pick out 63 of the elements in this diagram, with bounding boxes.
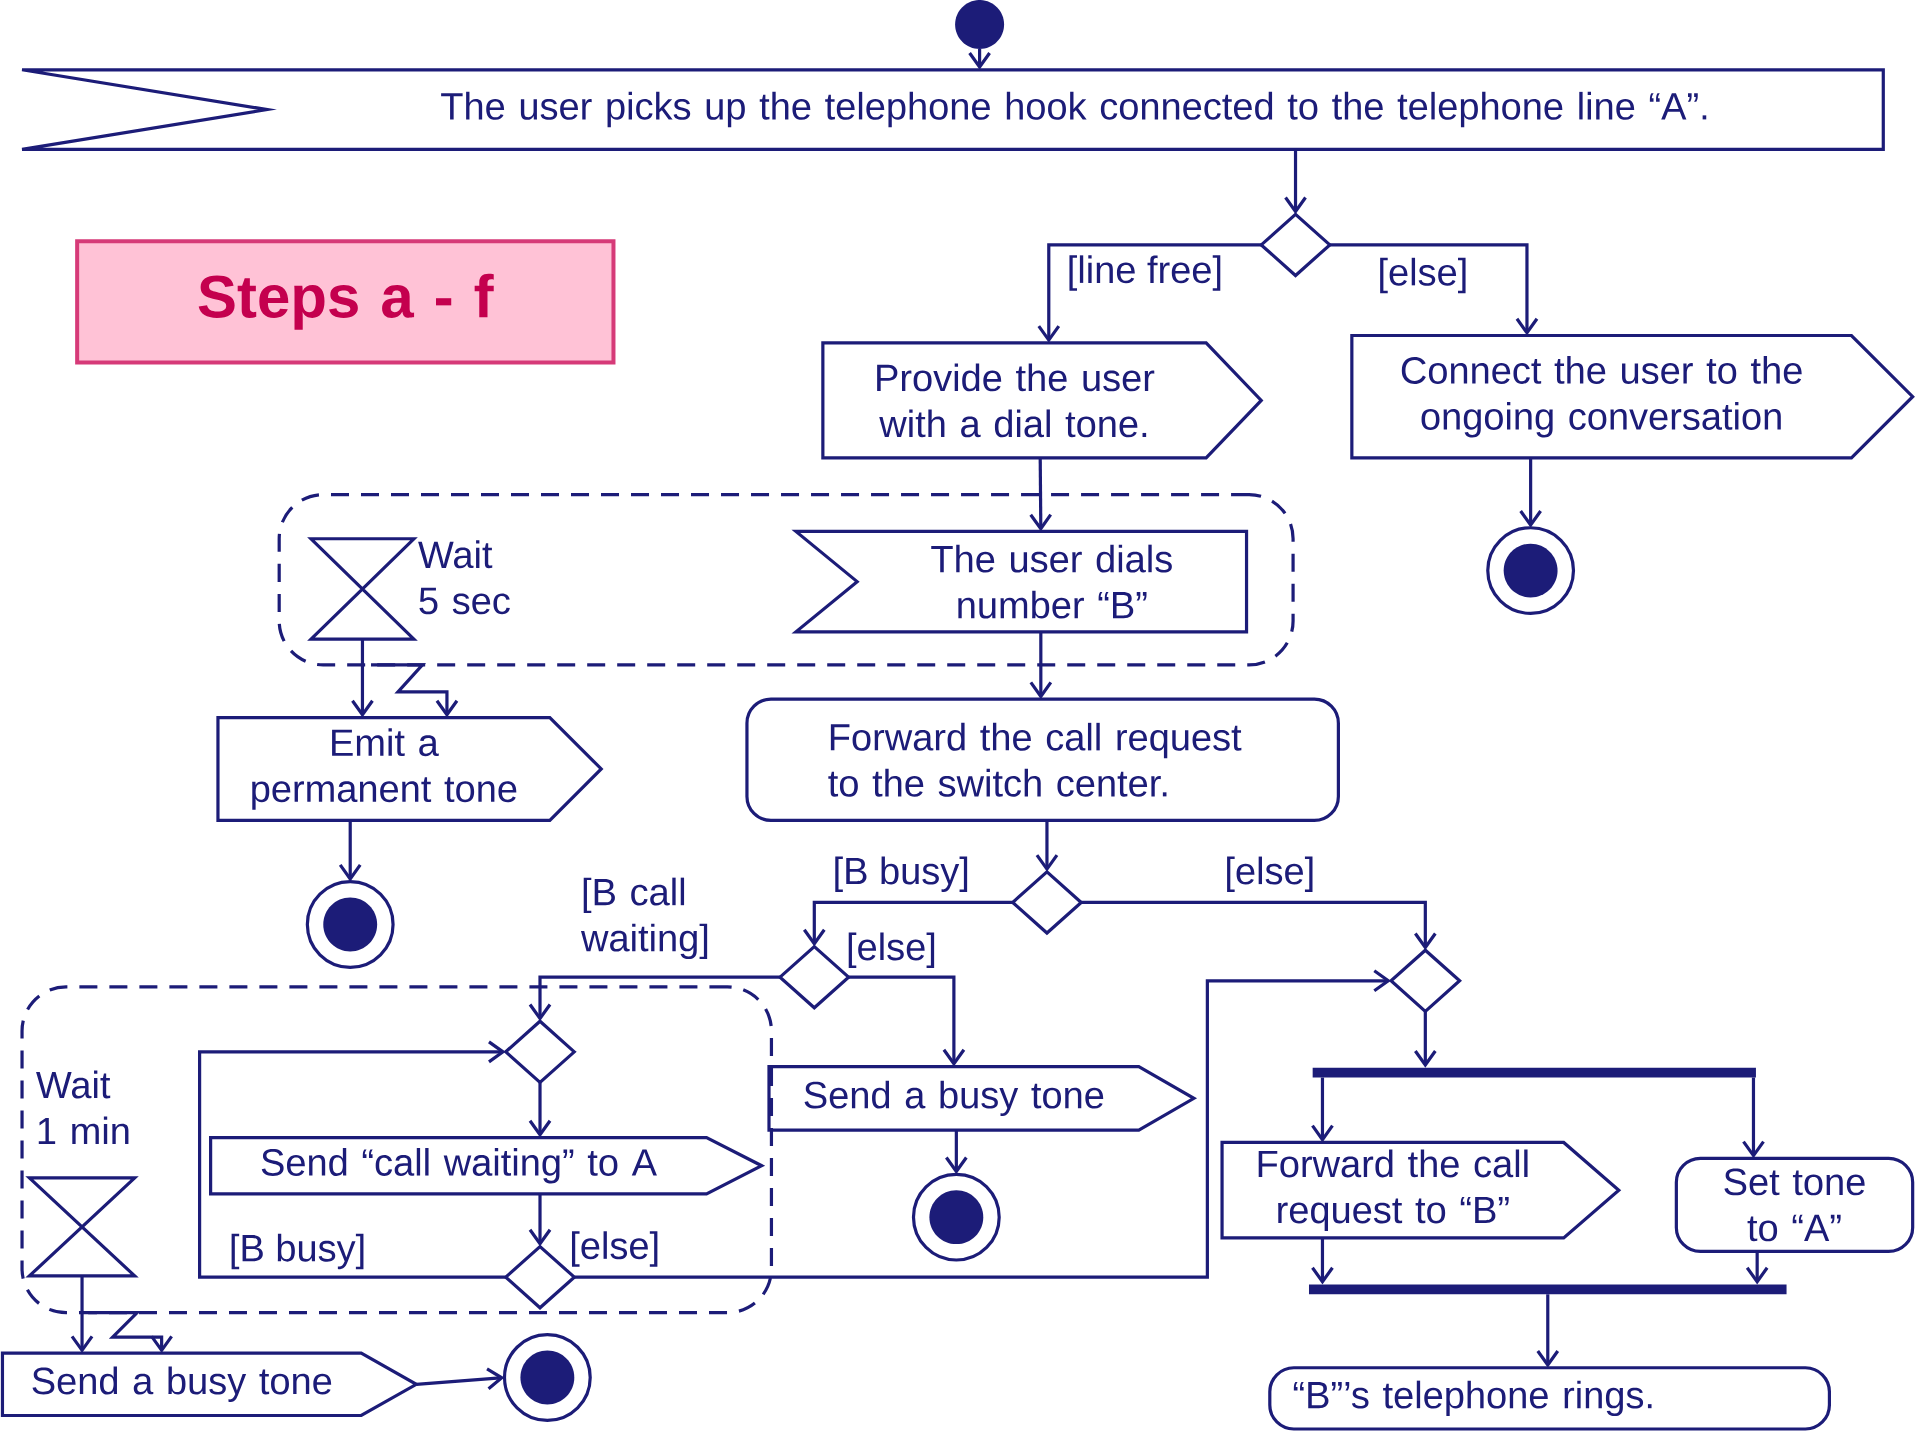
arrow — [1029, 631, 1053, 700]
title-box: Steps a - f — [75, 239, 616, 365]
action-box: Forward the call request to the switch center. — [745, 697, 1340, 822]
send-signal-box: Send “call waiting” to A — [209, 1135, 766, 1196]
arrow — [88, 1311, 173, 1354]
fork-bar — [1312, 1067, 1756, 1078]
arrow — [528, 1082, 552, 1138]
arrow — [338, 820, 362, 882]
fork-bar — [1309, 1284, 1787, 1295]
final-node — [305, 880, 395, 969]
arrow — [1329, 243, 1539, 336]
send-signal-box: Send a busy tone — [767, 1064, 1198, 1132]
arrow — [1311, 1237, 1334, 1285]
arrow — [574, 969, 1392, 1279]
send-signal-box: Connect the user to the ongoing conversation — [1350, 333, 1915, 460]
edge-label: [else] — [1222, 854, 1318, 894]
arrow — [848, 975, 966, 1067]
arrow — [1414, 1011, 1437, 1068]
arrow — [528, 975, 780, 1022]
arrow — [1284, 149, 1307, 215]
edge-label: [B call waiting] — [579, 875, 719, 962]
accept-event-box: The user dials number “B” — [791, 529, 1249, 634]
time-label: Wait 1 min — [36, 1070, 129, 1145]
arrow — [1311, 1077, 1334, 1143]
arrow — [1745, 1251, 1769, 1285]
arrow — [945, 1130, 968, 1175]
accept-event-box: The user picks up the telephone hook connected to the telephone line “A”. — [20, 68, 1885, 151]
arrow — [1081, 900, 1437, 951]
edge-label: [else] — [567, 1229, 663, 1269]
arrow — [1519, 457, 1542, 528]
arrow — [371, 663, 459, 718]
arrow — [70, 1275, 94, 1354]
arrow — [1742, 1077, 1765, 1159]
initial-node — [955, 0, 1005, 49]
final-node — [1486, 526, 1576, 616]
hourglass-icon — [25, 1176, 139, 1278]
arrow — [1035, 820, 1059, 872]
time-label: Wait 5 sec — [418, 540, 510, 615]
send-signal-box: Forward the call request to “B” — [1220, 1140, 1622, 1240]
send-signal-box: Emit a permanent tone — [216, 715, 604, 822]
edge-label: [B busy] — [226, 1231, 369, 1272]
send-signal-box: Provide the user with a dial tone. — [821, 341, 1264, 460]
edge-label: [line free] — [1064, 253, 1226, 293]
arrow — [1029, 457, 1052, 532]
arrow — [198, 1040, 506, 1279]
arrow — [1536, 1294, 1560, 1368]
edge-label: [else] — [1375, 255, 1471, 296]
edge-label: [else] — [844, 930, 939, 970]
arrow — [416, 1367, 505, 1391]
final-node — [502, 1333, 592, 1422]
send-signal-box: Send a busy tone — [0, 1351, 420, 1418]
final-node — [911, 1172, 1001, 1262]
action-box: Set tone to “A” — [1674, 1156, 1915, 1254]
dashed-region — [277, 493, 1295, 667]
hourglass-icon — [307, 537, 418, 641]
arrow — [803, 900, 1013, 947]
arrow — [528, 1193, 552, 1247]
decision-diamond — [1388, 948, 1462, 1014]
arrow — [1037, 243, 1262, 343]
arrow — [351, 639, 374, 718]
dashed-region — [20, 985, 774, 1315]
action-box: “B”’s telephone rings. — [1268, 1366, 1831, 1431]
edge-label: [B busy] — [830, 854, 972, 894]
